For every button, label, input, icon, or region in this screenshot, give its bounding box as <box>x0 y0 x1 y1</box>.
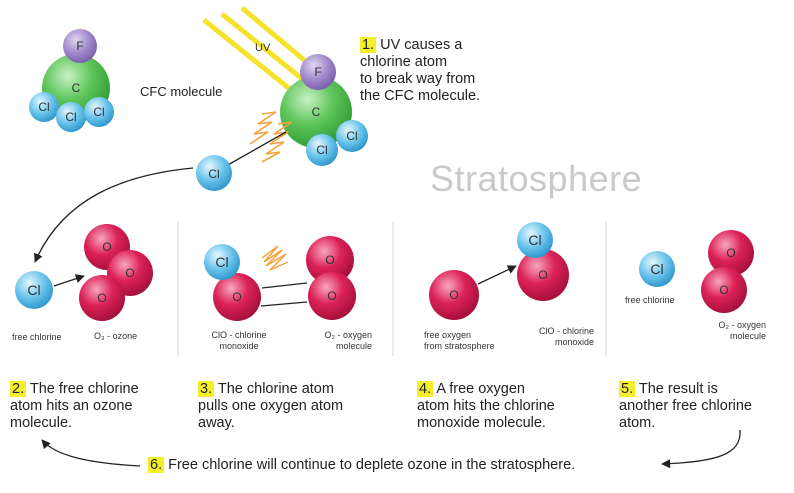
uv-rays <box>202 6 318 96</box>
step-number: 4. <box>417 381 434 397</box>
step-number: 5. <box>619 381 636 397</box>
oxygen-molecule-label: O₂ - oxygen molecule <box>718 320 766 341</box>
step-number: 2. <box>10 381 27 397</box>
panel-result-free-chlorine: Cl O O <box>639 230 754 313</box>
free-chlorine-label: free chlorine <box>625 295 675 305</box>
ozone-label: O₃ - ozone <box>94 331 138 341</box>
step-2-text: 2. The free chlorine atom hits an ozone … <box>10 381 139 431</box>
panel-separators <box>177 222 607 356</box>
bond-line <box>225 131 287 167</box>
atom-label-cl: Cl <box>93 105 104 119</box>
cfc-molecule: F C Cl Cl Cl <box>29 29 114 132</box>
step-4-text: 4. A free oxygen atom hits the chlorine … <box>417 381 555 431</box>
atom-label-cl: Cl <box>38 100 49 114</box>
atom-label-o: O <box>538 268 547 282</box>
atom-label-cl: Cl <box>65 110 76 124</box>
atom-label-o: O <box>726 246 735 260</box>
atom-label-cl: Cl <box>346 129 357 143</box>
atom-label-cl: Cl <box>215 254 228 270</box>
chlorine-monoxide-label: ClO - chlorine monoxide <box>538 326 594 347</box>
bond-break-zigzag <box>249 111 293 163</box>
atom-label-o: O <box>232 290 241 304</box>
free-oxygen-label: free oxygen from stratosphere <box>424 330 495 351</box>
step-3-text: 3. The chlorine atom pulls one oxygen at… <box>198 381 344 431</box>
panel-free-chlorine-ozone: Cl O O O <box>15 224 153 321</box>
oxygen-molecule-label: O₂ - oxygen molecule <box>324 330 372 351</box>
step-6-text: 6. Free chlorine will continue to deplet… <box>148 457 576 473</box>
free-chlorine-label: free chlorine <box>12 332 62 342</box>
stratosphere-label: Stratosphere <box>430 158 643 199</box>
curved-arrow-step-5-to-6 <box>661 429 741 469</box>
atom-label-c: C <box>72 81 81 95</box>
step-number: 6. <box>148 457 165 473</box>
curved-arrow-step-6-to-2 <box>41 439 141 467</box>
freed-chlorine-atom: Cl <box>196 155 232 191</box>
atom-label-o: O <box>102 240 111 254</box>
atom-label-o: O <box>97 291 106 305</box>
chlorine-monoxide-label: ClO - chlorine monoxide <box>211 330 267 351</box>
atom-label-cl: Cl <box>27 282 40 298</box>
atom-label-cl: Cl <box>208 167 219 181</box>
atom-label-o: O <box>449 288 458 302</box>
atom-label-o: O <box>325 253 334 267</box>
atom-label-c: C <box>312 105 321 119</box>
panel-chlorine-monoxide-oxygen: Cl O O O <box>204 236 356 321</box>
atom-label-cl: Cl <box>316 143 327 157</box>
bond-break-zigzag <box>261 245 289 271</box>
atom-label-o: O <box>327 289 336 303</box>
step-5-text: 5. The result is another free chlorine a… <box>619 381 752 431</box>
atom-label-cl: Cl <box>528 232 541 248</box>
uv-label: UV <box>255 42 271 54</box>
cfc-molecule-breaking: F C Cl Cl <box>280 54 368 166</box>
atom-label-o: O <box>719 283 728 297</box>
atom-label-f: F <box>76 39 83 53</box>
cfc-molecule-label: CFC molecule <box>140 84 223 99</box>
step-1-text: 1. UV causes a chlorine atom to break wa… <box>360 37 481 104</box>
step-number: 1. <box>360 37 377 53</box>
atom-label-o: O <box>125 266 134 280</box>
curved-arrow-to-step-2 <box>34 167 194 263</box>
step-number: 3. <box>198 381 215 397</box>
panel-free-oxygen-chlorine-monoxide: O Cl O <box>429 222 569 320</box>
atom-label-f: F <box>314 65 321 79</box>
atom-label-cl: Cl <box>650 261 663 277</box>
